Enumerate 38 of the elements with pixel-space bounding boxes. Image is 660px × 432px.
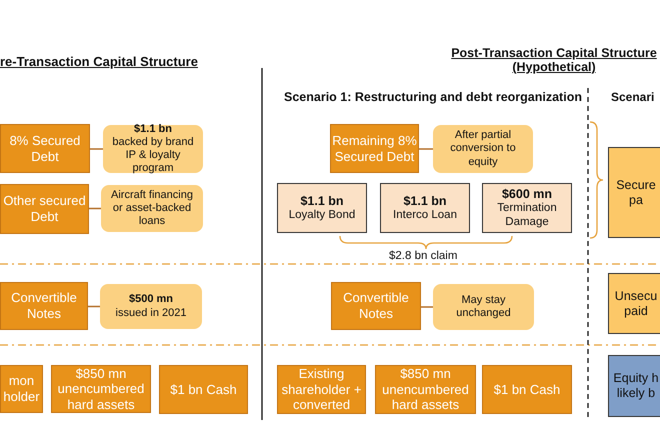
debt-box: $850 mn unencumbered hard assets: [375, 365, 476, 414]
claim-box: [380, 183, 470, 233]
section-heading: Post-Transaction Capital Structure (Hypothetical): [450, 46, 658, 74]
debt-box: Convertible Notes: [331, 282, 421, 330]
connector-line: [88, 306, 100, 308]
debt-box: mon holder: [0, 365, 43, 413]
amount-text: $600 mn: [502, 186, 552, 202]
connector-line: [89, 208, 101, 210]
note-box: After partial conversion to equity: [433, 125, 533, 173]
connector-line: [421, 306, 433, 308]
debt-box: Other secured Debt: [0, 184, 89, 234]
claim-text: Interco Loan: [393, 208, 457, 222]
debt-box: $1 bn Cash: [482, 365, 572, 414]
debt-box: $850 mn unencumbered hard assets: [51, 365, 151, 413]
claim-box: [277, 183, 367, 233]
note-box: $1.1 bn backed by brand IP & loyalty program: [103, 125, 203, 173]
equity-box: Equity h likely b: [608, 355, 660, 417]
connector-line: [419, 148, 433, 150]
amount-text: $1.1 bn: [300, 194, 344, 209]
debt-box: Convertible Notes: [0, 282, 88, 330]
debt-box: Existing shareholder + converted: [277, 365, 366, 414]
claim-text: Loyalty Bond: [288, 208, 356, 222]
debt-box: Remaining 8% Secured Debt: [330, 124, 419, 173]
section-heading: re-Transaction Capital Structure: [0, 54, 198, 69]
amount-text: $1.1 bn: [403, 194, 447, 209]
debt-box: 8% Secured Debt: [0, 124, 90, 173]
debt-box: $1 bn Cash: [159, 365, 248, 414]
claim-text: Termination Damage: [496, 202, 558, 230]
connector-line: [90, 148, 103, 150]
note-box: May stay unchanged: [433, 284, 534, 330]
bracket-label: $2.8 bn claim: [389, 250, 458, 262]
scenario-heading: Scenario 1: Restructuring and debt reorganization: [284, 90, 582, 104]
scenario-heading: Scenari: [611, 90, 654, 104]
tranche-box: Unsecu paid: [608, 273, 660, 334]
tranche-box: Secure pa: [608, 147, 660, 238]
note-box: Aircraft financing or asset-backed loans: [101, 185, 203, 232]
claim-box: [482, 183, 572, 233]
note-box: $500 mn issued in 2021: [100, 284, 202, 329]
